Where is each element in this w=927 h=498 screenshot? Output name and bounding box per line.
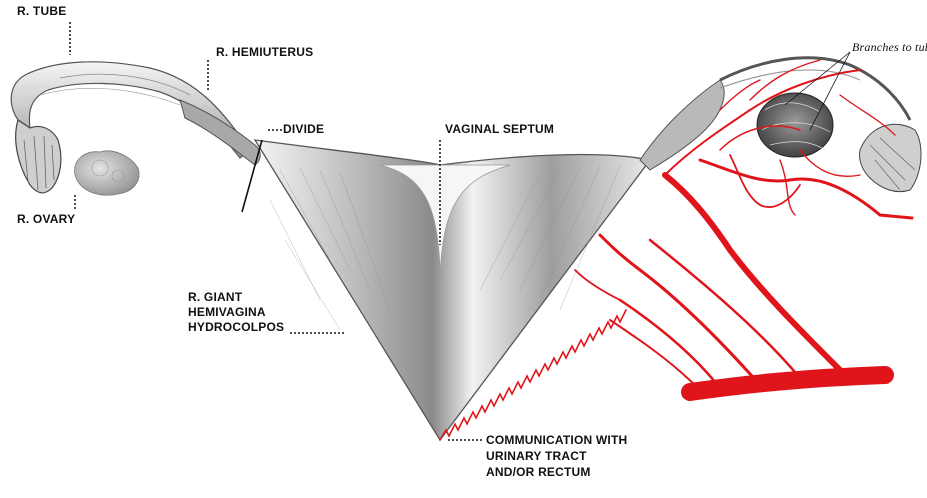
label-vaginal-septum: VAGINAL SEPTUM <box>445 122 554 137</box>
label-r-ovary: R. OVARY <box>17 212 75 227</box>
label-r-hemiuterus: R. HEMIUTERUS <box>216 45 313 60</box>
label-r-giant-line2: HEMIVAGINA <box>188 305 266 320</box>
right-ovary-shape <box>75 151 139 195</box>
label-r-tube: R. TUBE <box>17 4 66 19</box>
label-divide: DIVIDE <box>283 122 324 137</box>
left-fimbriae-shape <box>859 124 921 191</box>
label-r-giant-line1: R. GIANT <box>188 290 242 305</box>
label-communication-line3: AND/OR RECTUM <box>486 465 591 480</box>
right-hemiuterus-shape <box>180 100 260 165</box>
left-hemiuterus-shape <box>640 80 724 170</box>
label-communication-line1: COMMUNICATION WITH <box>486 433 627 448</box>
left-ovary-shape <box>757 93 833 157</box>
label-communication-line2: URINARY TRACT <box>486 449 587 464</box>
branches-leader-line <box>785 52 850 105</box>
label-r-giant-line3: HYDROCOLPOS <box>188 320 284 335</box>
label-branches-to-tube: Branches to tube <box>852 40 927 55</box>
